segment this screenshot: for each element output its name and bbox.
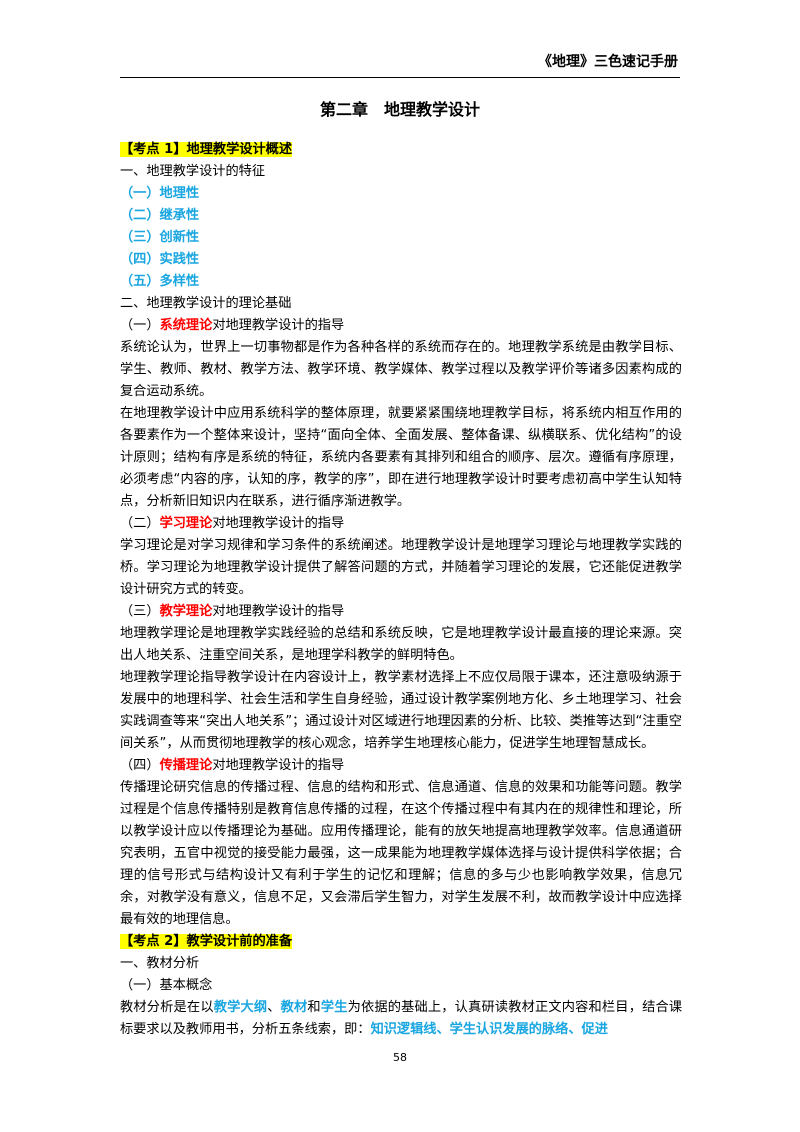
theory-2-paragraph-1: 学习理论是对学习规律和学习条件的系统阐述。地理教学设计是地理学习理论与地理教学实… [120, 538, 682, 597]
textbook-analysis-paragraph: 教材分析是在以教学大纲、教材和学生为依据的基础上，认真研读教材正文内容和栏目，结… [120, 997, 682, 1041]
header-rule [120, 77, 680, 78]
theory-4-keyword: 传播理论 [159, 758, 213, 773]
feature-item: （四）实践性 [120, 252, 200, 267]
page-header-title: 《地理》三色速记手册 [538, 54, 678, 70]
theory-4-prefix: （四） [120, 758, 160, 773]
theory-1-keyword: 系统理论 [159, 318, 213, 333]
kaodian-1-heading: 【考点 1】地理教学设计概述 [120, 139, 682, 161]
text-run: 教材分析是在以 [120, 1000, 214, 1015]
feature-item: （五）多样性 [120, 274, 200, 289]
theory-4-paragraph-1: 传播理论研究信息的传播过程、信息的结构和形式、信息通道、信息的效果和功能等问题。… [120, 780, 682, 927]
theory-1-paragraph-2: 在地理教学设计中应用系统科学的整体原理，就要紧紧围绕地理教学目标，将系统内相互作… [120, 406, 682, 509]
theory-3-keyword: 教学理论 [159, 604, 213, 619]
section-3-heading: 一、教材分析 [120, 956, 200, 971]
theory-4-suffix: 对地理教学设计的指导 [212, 758, 345, 773]
section-1-heading: 一、地理教学设计的特征 [120, 164, 266, 179]
feature-item: （二）继承性 [120, 208, 200, 223]
keyword-five-threads: 知识逻辑线、学生认识发展的脉络、促进 [370, 1022, 608, 1037]
theory-3-heading: （三）教学理论对地理教学设计的指导 [120, 601, 682, 623]
keyword-syllabus: 教学大纲 [213, 1000, 268, 1015]
kaodian-2-label: 【考点 2】教学设计前的准备 [120, 934, 293, 949]
chapter-title: 第二章 地理教学设计 [319, 100, 480, 119]
theory-2-keyword: 学习理论 [159, 516, 213, 531]
theory-3-paragraph-2: 地理教学理论指导教学设计在内容设计上，教学素材选择上不应仅局限于课本，还注意吸纳… [120, 670, 682, 751]
main-content: 【考点 1】地理教学设计概述 一、地理教学设计的特征 （一）地理性 （二）继承性… [120, 139, 682, 1041]
theory-2-heading: （二）学习理论对地理教学设计的指导 [120, 513, 682, 535]
feature-item: （三）创新性 [120, 230, 200, 245]
theory-1-heading: （一）系统理论对地理教学设计的指导 [120, 315, 682, 337]
page-number: 58 [393, 1051, 407, 1064]
theory-1-paragraph-1: 系统论认为，世界上一切事物都是作为各种各样的系统而存在的。地理教学系统是由教学目… [120, 340, 682, 399]
theory-1-prefix: （一） [120, 318, 160, 333]
kaodian-2-heading: 【考点 2】教学设计前的准备 [120, 931, 682, 953]
keyword-student: 学生 [320, 1000, 348, 1015]
theory-3-suffix: 对地理教学设计的指导 [212, 604, 345, 619]
text-run: 为依据的基础上，认真研读教材正文内容和栏目，结合课标要求以及教师用书，分析五条线… [120, 1000, 683, 1037]
theory-3-prefix: （三） [120, 604, 160, 619]
section-2-heading: 二、地理教学设计的理论基础 [120, 296, 292, 311]
theory-2-suffix: 对地理教学设计的指导 [212, 516, 345, 531]
theory-4-heading: （四）传播理论对地理教学设计的指导 [120, 755, 682, 777]
text-run: 、 [267, 1000, 281, 1015]
feature-item: （一）地理性 [120, 186, 200, 201]
theory-3-paragraph-1: 地理教学理论是地理教学实践经验的总结和系统反映，它是地理教学设计最直接的理论来源… [120, 626, 682, 663]
text-run: 和 [307, 1000, 321, 1015]
theory-1-suffix: 对地理教学设计的指导 [212, 318, 345, 333]
keyword-textbook: 教材 [280, 1000, 308, 1015]
kaodian-1-label: 【考点 1】地理教学设计概述 [120, 142, 293, 157]
theory-2-prefix: （二） [120, 516, 160, 531]
subsection-1-heading: （一）基本概念 [120, 978, 213, 993]
